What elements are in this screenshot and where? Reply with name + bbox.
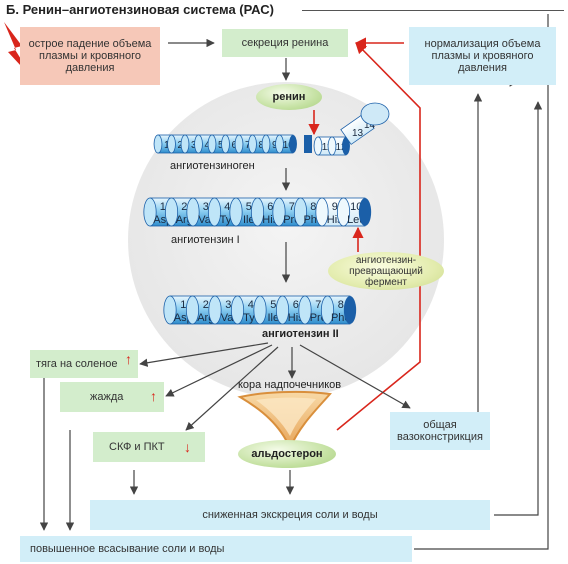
svg-text:12: 12 bbox=[335, 142, 347, 153]
svg-text:3: 3 bbox=[225, 299, 231, 311]
svg-text:Ile: Ile bbox=[267, 312, 279, 324]
arrow bbox=[165, 344, 273, 397]
svg-text:5: 5 bbox=[270, 299, 276, 311]
arrow bbox=[185, 346, 279, 431]
salt-craving-label: тяга на соленое bbox=[36, 358, 118, 370]
increase-icon: ↑ bbox=[150, 388, 157, 404]
arrow-red bbox=[336, 42, 421, 431]
svg-text:5: 5 bbox=[246, 201, 252, 213]
renin-pill: ренин bbox=[256, 84, 322, 110]
reduced-excretion-box: сниженная экскреция соли и воды bbox=[90, 500, 490, 530]
salt-craving-box: тяга на соленое bbox=[30, 350, 138, 378]
svg-text:7: 7 bbox=[315, 299, 321, 311]
svg-text:Ile: Ile bbox=[243, 214, 255, 226]
svg-text:4: 4 bbox=[224, 201, 230, 213]
svg-text:8: 8 bbox=[310, 201, 316, 213]
angiotensinogen-residue: 12 bbox=[327, 136, 347, 156]
svg-text:1: 1 bbox=[180, 299, 186, 311]
decrease-icon: ↓ bbox=[184, 439, 191, 455]
increased-absorption-box: повышенное всасывание соли и воды bbox=[20, 536, 412, 562]
svg-text:11: 11 bbox=[322, 142, 333, 153]
angiotensin2-label: ангиотензин II bbox=[262, 328, 339, 340]
svg-text:9: 9 bbox=[332, 201, 338, 213]
arrow bbox=[494, 101, 543, 516]
vasoconstriction-box: общая вазоконстрикция bbox=[390, 412, 490, 450]
aldosterone-pill: альдостерон bbox=[238, 440, 336, 468]
svg-text:6: 6 bbox=[231, 140, 237, 151]
svg-text:14: 14 bbox=[364, 120, 376, 131]
svg-text:2: 2 bbox=[203, 299, 209, 311]
increase-icon: ↑ bbox=[125, 351, 132, 367]
thirst-box: жажда bbox=[60, 382, 164, 412]
svg-text:6: 6 bbox=[293, 299, 299, 311]
gfr-box: СКФ и ПКТ bbox=[93, 432, 205, 462]
svg-text:8: 8 bbox=[258, 140, 264, 151]
svg-text:8: 8 bbox=[338, 299, 344, 311]
svg-text:13: 13 bbox=[352, 128, 364, 139]
svg-text:7: 7 bbox=[245, 140, 251, 151]
svg-text:2: 2 bbox=[177, 140, 183, 151]
lightning-icon bbox=[4, 22, 34, 80]
svg-text:3: 3 bbox=[203, 201, 209, 213]
svg-text:1: 1 bbox=[164, 140, 170, 151]
normalization-box: нормализация объема плазмы и кровяного д… bbox=[409, 27, 556, 85]
svg-text:10: 10 bbox=[283, 140, 295, 151]
arrow bbox=[299, 344, 411, 409]
gfr-label: СКФ и ПКТ bbox=[109, 441, 165, 453]
svg-text:4: 4 bbox=[248, 299, 254, 311]
svg-text:2: 2 bbox=[181, 201, 187, 213]
svg-text:1: 1 bbox=[160, 201, 166, 213]
angiotensinogen-label: ангиотензиноген bbox=[170, 160, 255, 172]
arrow bbox=[139, 342, 269, 367]
angiotensin1-label: ангиотензин I bbox=[171, 234, 240, 246]
svg-text:6: 6 bbox=[267, 201, 273, 213]
svg-text:7: 7 bbox=[289, 201, 295, 213]
diagram-title: Б. Ренин–ангиотензиновая система (РАС) bbox=[6, 2, 274, 17]
adrenal-cortex-label: кора надпочечников bbox=[238, 379, 342, 391]
ace-pill: ангиотензин-превращающий фермент bbox=[328, 252, 444, 290]
renin-secretion-box: секреция ренина bbox=[222, 29, 348, 57]
thirst-label: жажда bbox=[90, 391, 124, 403]
svg-text:4: 4 bbox=[204, 140, 210, 151]
svg-text:5: 5 bbox=[218, 140, 224, 151]
title-rule bbox=[302, 10, 564, 11]
acute-drop-box: острое падение объема плазмы и кровяного… bbox=[20, 27, 160, 85]
svg-text:9: 9 bbox=[272, 140, 278, 151]
svg-text:3: 3 bbox=[191, 140, 197, 151]
